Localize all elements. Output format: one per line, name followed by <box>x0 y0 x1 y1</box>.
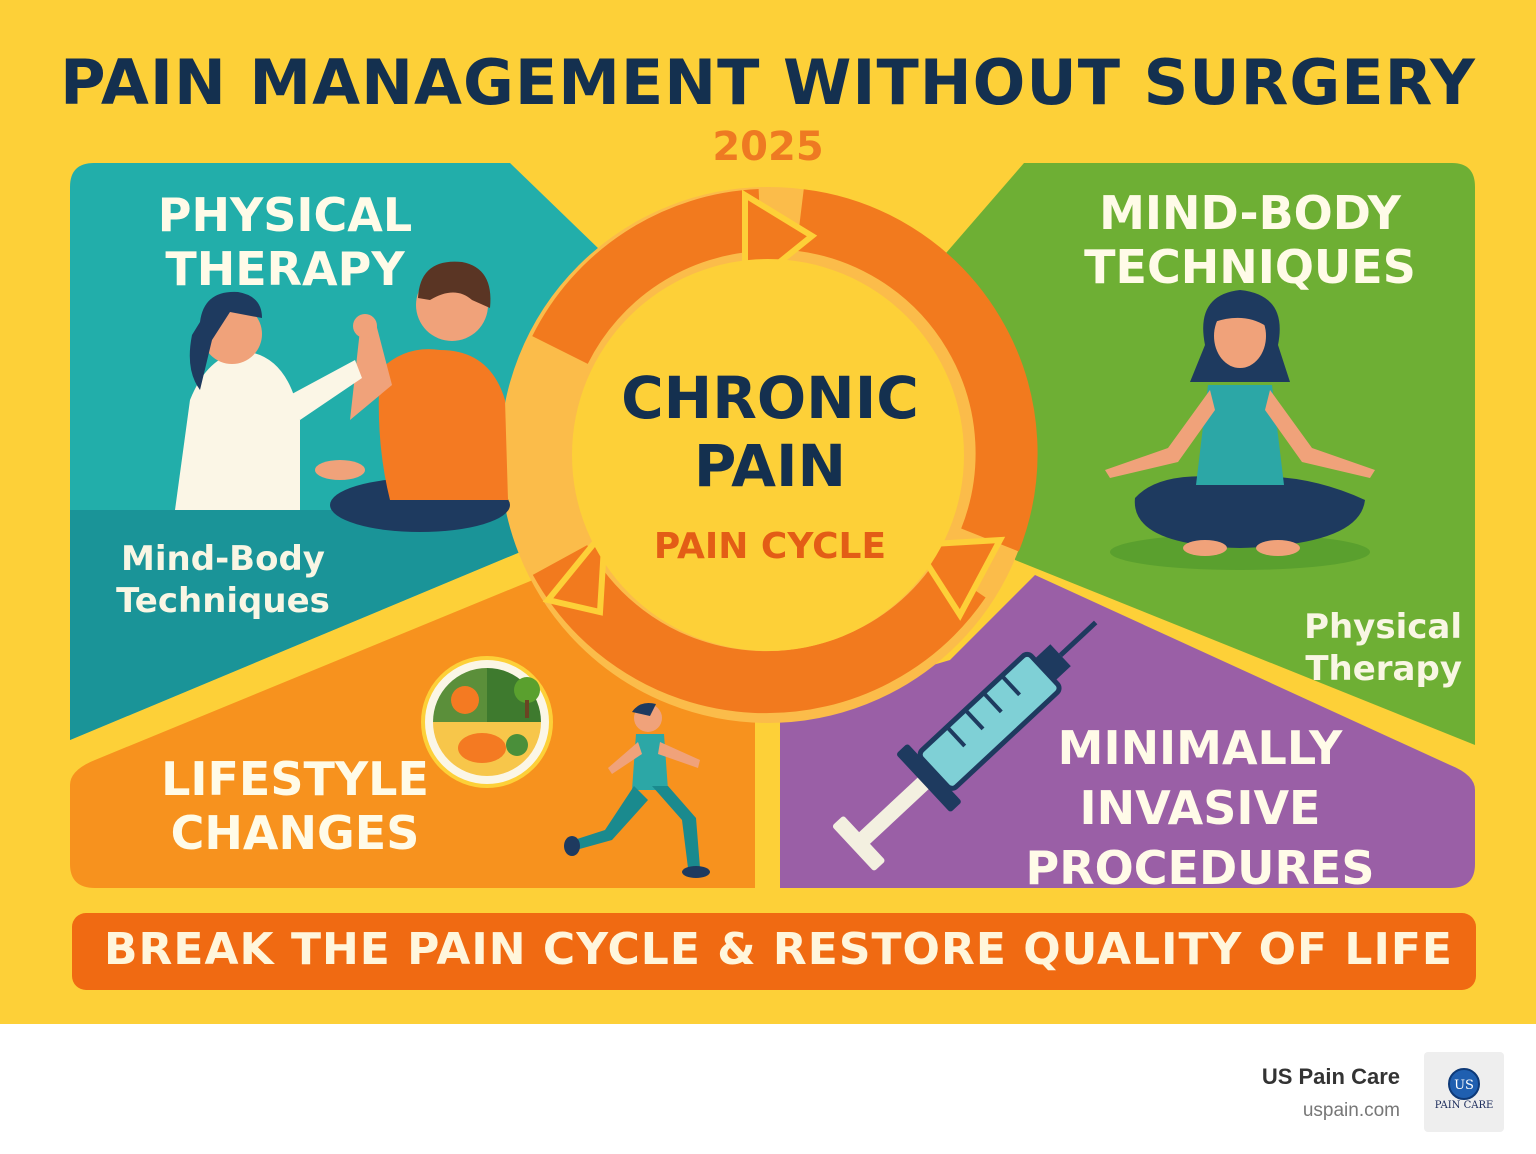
center-subtitle: PAIN CYCLE <box>653 526 887 567</box>
brand-logo: US <box>1424 1052 1504 1132</box>
physical-therapy-caption: Mind-Body Techniques <box>116 539 330 621</box>
cycle-arc-bottom <box>532 544 986 714</box>
food-plate-icon <box>421 656 553 788</box>
banner-bar <box>72 913 1476 990</box>
page-title: PAIN MANAGEMENT WITHOUT SURGERY <box>60 46 1476 119</box>
footer <box>0 1024 1536 1154</box>
runner-illustration <box>564 703 710 878</box>
cycle-arc-right <box>795 189 1038 552</box>
cycle-arrowhead-left <box>542 520 609 616</box>
mind-body-heading: MIND-BODY TECHNIQUES <box>1084 186 1416 294</box>
cycle-center <box>572 259 964 651</box>
poster-artwork <box>70 163 1476 990</box>
therapist-patient-illustration <box>175 261 510 532</box>
banner-text: BREAK THE PAIN CYCLE & RESTORE QUALITY O… <box>104 924 1453 975</box>
footer-url[interactable]: uspain.com <box>1302 1100 1400 1121</box>
syringe-icon <box>832 620 1098 871</box>
cycle-arc-top <box>532 189 762 365</box>
cycle-arrowhead-right <box>909 536 1006 621</box>
physical-therapy-heading: PHYSICAL THERAPY <box>157 188 413 296</box>
procedures-heading: MINIMALLY INVASIVE PROCEDURES <box>1025 721 1375 895</box>
logo-globe-icon: US <box>1448 1068 1480 1100</box>
infographic-poster: PAIN MANAGEMENT WITHOUT SURGERY 2025 PHY… <box>0 0 1536 1024</box>
center-heading: CHRONIC PAIN <box>621 364 919 500</box>
footer-brand: US Pain Care <box>1261 1064 1400 1089</box>
logo-monogram: US <box>1454 1078 1474 1093</box>
panel-procedures <box>780 575 1475 888</box>
panel-lifestyle <box>70 575 755 888</box>
meditation-illustration <box>1105 290 1375 570</box>
mind-body-caption: Physical Therapy <box>1304 607 1462 689</box>
logo-text: PAIN CARE <box>1434 1100 1494 1111</box>
lifestyle-heading: LIFESTYLE CHANGES <box>161 752 429 860</box>
year-label: 2025 <box>712 124 824 170</box>
panel-physical-therapy-shade <box>70 510 525 740</box>
